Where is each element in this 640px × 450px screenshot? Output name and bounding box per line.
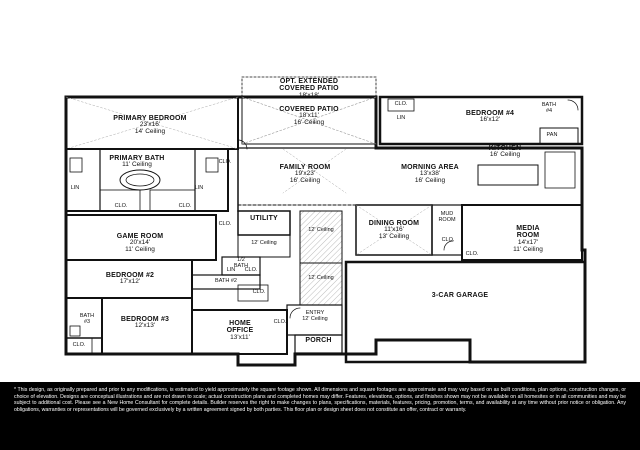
game-room-label: GAME ROOM 20'x14' 11' Ceiling xyxy=(116,233,164,254)
clo-label-bed4: CLO. xyxy=(394,101,408,107)
bedroom4-block xyxy=(378,95,584,146)
ceiling-label-hall-2: 12' Ceiling xyxy=(308,275,334,281)
clo-label-mud: CLO. xyxy=(441,237,455,243)
clo-label-primary-1: CLO. xyxy=(114,203,128,209)
garage-outline xyxy=(344,260,587,364)
closet-primary-2 xyxy=(149,189,196,212)
covered-patio-label: COVERED PATIO 18'x11' 16' Ceiling xyxy=(279,106,339,127)
closet-bed4 xyxy=(387,98,415,112)
ceiling-label-utility: 12' Ceiling xyxy=(251,240,277,246)
primary-bath-outline xyxy=(65,148,229,212)
dining-room-label: DINING ROOM 11'x16' 13' Ceiling xyxy=(368,220,420,241)
entry-label: ENTRY 12' Ceiling xyxy=(302,310,328,322)
pan-label: PAN xyxy=(546,132,558,138)
bath3-label: BATH #3 xyxy=(79,313,95,325)
lin-label-bed4: LIN xyxy=(396,115,406,121)
bedroom2-label: BEDROOM #2 17'x12' xyxy=(105,272,155,286)
media-room-outline xyxy=(461,204,583,261)
mud-room-label: MUD ROOM xyxy=(438,211,456,223)
bedroom3-label: BEDROOM #3 12'x13' xyxy=(120,316,170,330)
lin-label-family: LIN xyxy=(194,185,204,191)
clo-label-office: CLO. xyxy=(273,319,287,325)
disclaimer-banner: * This design, as originally prepared an… xyxy=(0,382,640,450)
hall-hatch-1 xyxy=(299,210,343,264)
clo-label-game: CLO. xyxy=(218,221,232,227)
covered-patio-outline xyxy=(241,96,377,145)
ceiling-label-hall-1: 12' Ceiling xyxy=(308,227,334,233)
lin-label-primary: LIN xyxy=(70,185,80,191)
primary-bath-label: PRIMARY BATH 11' Ceiling xyxy=(109,155,165,169)
bath4-label: BATH #4 xyxy=(541,102,557,114)
clo-label-bed3: CLO. xyxy=(72,342,86,348)
closet-primary-1 xyxy=(99,189,141,212)
pantry xyxy=(539,127,579,145)
opt-patio-label: OPT. EXTENDED COVERED PATIO 18'x18' xyxy=(279,78,339,99)
clo-label-family: CLO. xyxy=(218,159,232,165)
porch-outline xyxy=(294,334,343,354)
clo-label-bed2: CLO. xyxy=(252,289,266,295)
utility-label: UTILITY xyxy=(250,215,278,222)
clo-label-primary-2: CLO. xyxy=(178,203,192,209)
kitchen-label: KITCHEN 16' Ceiling xyxy=(488,145,522,159)
clo-label-halfbath: CLO. xyxy=(244,267,258,273)
hall-hatch-3 xyxy=(299,262,343,306)
media-room-label: MEDIA ROOM 14'x17' 11' Ceiling xyxy=(513,225,543,253)
garage-label: 3-CAR GARAGE xyxy=(431,292,489,299)
clo-label-media: CLO. xyxy=(465,251,479,257)
home-office-label: HOME OFFICE 13'x11' xyxy=(226,320,254,341)
porch-label: PORCH xyxy=(305,337,332,344)
disclaimer-text: * This design, as originally prepared an… xyxy=(14,387,626,413)
kitchen-island xyxy=(477,164,539,186)
bath2-label: BATH #2 xyxy=(215,278,237,284)
lin-label-halfbath: LIN xyxy=(226,267,236,273)
half-bath-label: 1/2 BATH xyxy=(233,257,249,269)
bedroom4-label: BEDROOM #4 16'x12' xyxy=(465,110,515,124)
morning-area-label: MORNING AREA 13'x38' 16' Ceiling xyxy=(401,164,459,185)
hall-hatch-2 xyxy=(237,234,291,258)
primary-bedroom-label: PRIMARY BEDROOM 23'x16' 14' Ceiling xyxy=(113,115,187,136)
closet-bed2 xyxy=(237,284,269,302)
closet-bed3 xyxy=(65,337,93,355)
floor-plan xyxy=(64,76,587,367)
family-room-label: FAMILY ROOM 19'x23' 16' Ceiling xyxy=(279,164,331,185)
